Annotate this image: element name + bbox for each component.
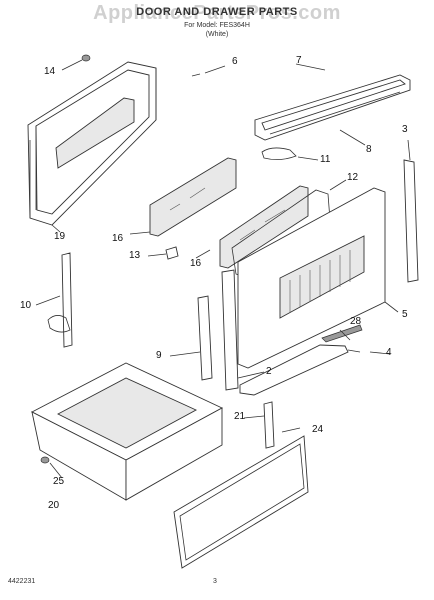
- leader-lines: [35, 224, 391, 433]
- part-screw-14: [61, 54, 91, 71]
- callout-7: 7: [296, 55, 302, 66]
- diagram-title: DOOR AND DRAWER PARTS: [136, 6, 298, 18]
- callout-10: 10: [20, 300, 32, 311]
- callout-19: 19: [54, 231, 66, 242]
- part-drawer-front-24: [173, 435, 309, 569]
- model-subtitle: For Model: FES364H: [184, 22, 250, 29]
- callout-25: 25: [53, 476, 65, 487]
- callout-6: 6: [232, 56, 238, 67]
- callout-2: 2: [266, 366, 272, 377]
- callout-5: 5: [402, 309, 408, 320]
- part-window-glass-16a: [149, 157, 237, 237]
- callout-13: 13: [129, 250, 141, 261]
- part-hinge-assembly-4: [239, 324, 363, 396]
- part-side-strip-9: [197, 295, 213, 381]
- callout-4: 4: [386, 347, 392, 358]
- callout-14: 14: [44, 66, 56, 77]
- part-screw-6: [191, 65, 226, 77]
- part-vent-trim: [254, 63, 411, 141]
- callout-9: 9: [156, 350, 162, 361]
- part-screw-25: [40, 456, 63, 479]
- part-inner-door-frame: [27, 61, 157, 226]
- color-subtitle: (White): [205, 31, 229, 38]
- part-hinge-21: [263, 401, 275, 449]
- footer-part-code: 4422231: [8, 578, 36, 585]
- watermark: AppliancePartsPros.com: [93, 2, 341, 24]
- part-window-glass-16b: [219, 185, 309, 269]
- callout-12: 12: [347, 172, 359, 183]
- footer-page-number: 3: [213, 578, 217, 585]
- part-side-trim-3: [403, 139, 419, 283]
- part-drawer-20: [31, 362, 223, 501]
- callout-24: 24: [312, 424, 324, 435]
- part-outer-door: [237, 187, 399, 369]
- callout-28: 28: [350, 316, 362, 327]
- callout-3: 3: [402, 124, 408, 135]
- callout-11: 11: [320, 154, 331, 165]
- part-hinge-10: [47, 252, 73, 348]
- callout-16a: 16: [112, 233, 124, 244]
- part-clip-11: [261, 147, 319, 161]
- callout-8: 8: [366, 144, 372, 155]
- callout-20: 20: [48, 500, 60, 511]
- part-bracket-13: [165, 246, 179, 260]
- part-door-side-2: [221, 269, 239, 391]
- callout-21: 21: [234, 411, 246, 422]
- callout-16b: 16: [190, 258, 202, 269]
